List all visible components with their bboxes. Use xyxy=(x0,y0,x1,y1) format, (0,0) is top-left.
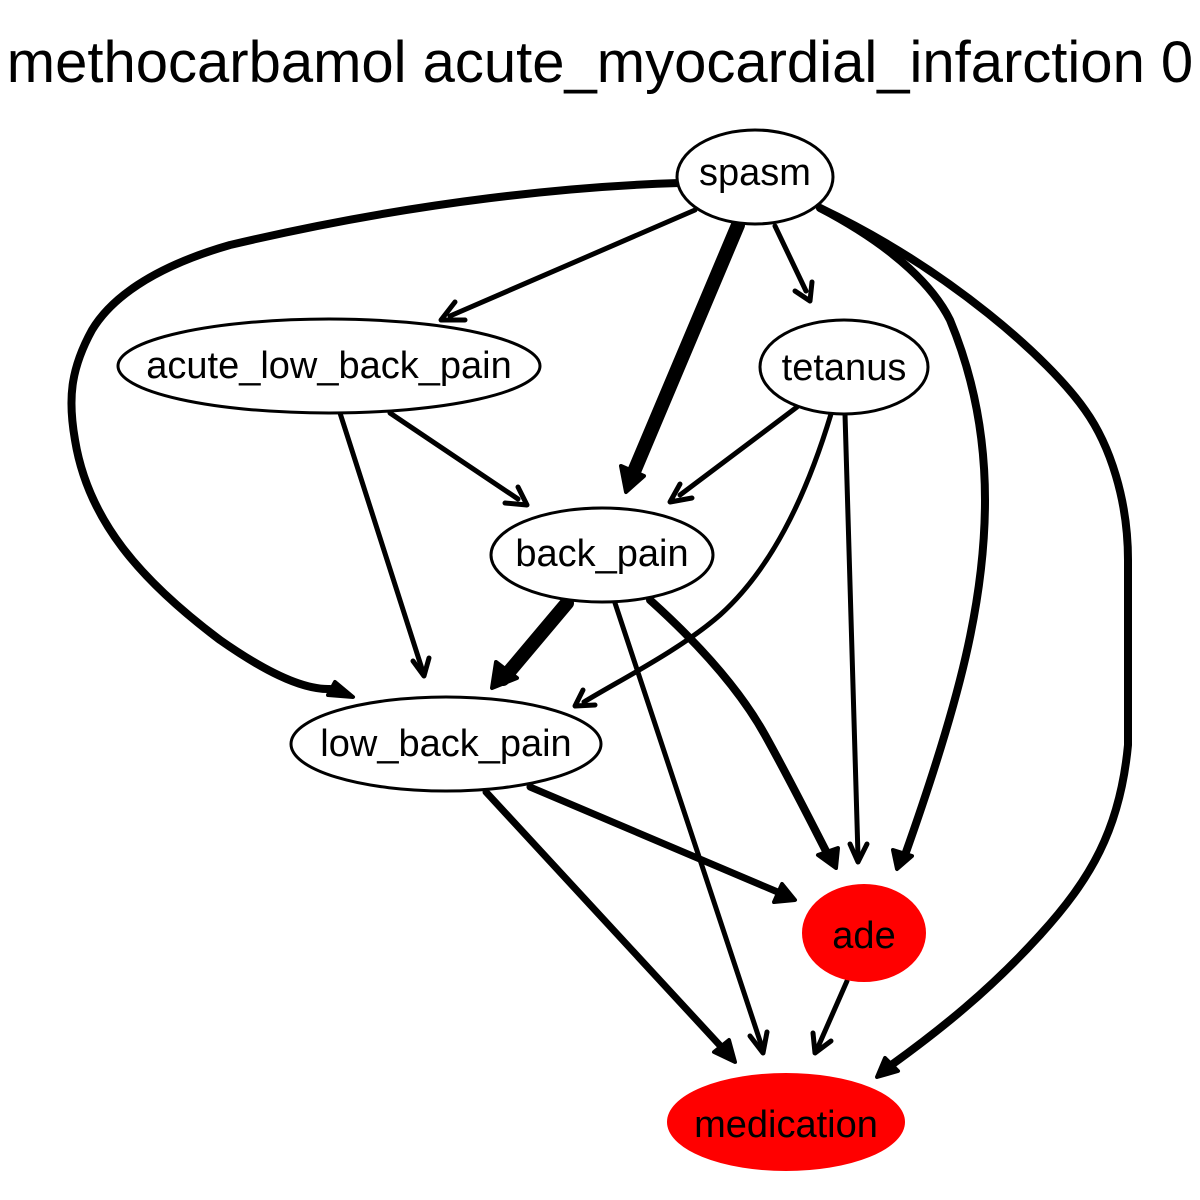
node-label: spasm xyxy=(699,152,811,194)
nodes-layer: spasm acute_low_back_pain tetanus back_p… xyxy=(116,128,930,1171)
node-shape xyxy=(675,128,835,226)
edge-back-pain-to-low-back-pain xyxy=(496,596,574,686)
edge-tetanus-to-ade xyxy=(842,411,861,859)
edge-spasm-to-back-pain xyxy=(626,218,745,481)
node-ade[interactable]: ade xyxy=(802,884,926,982)
edge-low-back-pain-to-ade xyxy=(526,783,784,897)
edge-spasm-to-ade xyxy=(816,204,989,859)
arrowhead-tetanus-to-low-back-pain xyxy=(572,687,598,709)
node-tetanus[interactable]: tetanus xyxy=(758,318,930,416)
arrowhead-tetanus-to-back-pain xyxy=(667,481,695,505)
edge-acute-low-back-pain-to-low-back-pain xyxy=(337,410,426,675)
graph-title: methocarbamol acute_myocardial_infarctio… xyxy=(7,30,1193,95)
node-label: medication xyxy=(694,1104,878,1146)
arrowhead-tetanus-to-ade xyxy=(847,841,870,865)
node-back-pain[interactable]: back_pain xyxy=(489,506,715,604)
edge-back-pain-to-ade xyxy=(646,596,832,859)
arrowhead-spasm-to-acute-low-back-pain xyxy=(438,299,468,323)
edge-spasm-to-acute-low-back-pain xyxy=(447,207,698,319)
arrowhead-spasm-to-back-pain xyxy=(619,464,646,494)
arrowhead-spasm-to-tetanus xyxy=(792,279,815,304)
arrowhead-back-pain-to-ade xyxy=(816,846,840,870)
node-spasm[interactable]: spasm xyxy=(675,128,835,226)
arrowhead-low-back-pain-to-medication xyxy=(712,1038,737,1064)
node-shape xyxy=(489,506,715,604)
node-shape xyxy=(802,884,926,982)
node-shape xyxy=(289,695,603,793)
node-acute-low-back-pain[interactable]: acute_low_back_pain xyxy=(116,317,542,415)
node-label: ade xyxy=(832,915,895,957)
arrowhead-back-pain-to-low-back-pain xyxy=(490,660,519,690)
node-label: low_back_pain xyxy=(320,723,571,765)
edge-ade-to-medication xyxy=(815,978,850,1050)
edge-spasm-to-low-back-pain xyxy=(67,179,683,694)
node-medication[interactable]: medication xyxy=(667,1073,905,1171)
arrowhead-back-pain-to-medication xyxy=(747,1029,770,1056)
arrowhead-spasm-to-low-back-pain xyxy=(326,680,355,699)
node-shape xyxy=(667,1073,905,1171)
arrowheads-layer xyxy=(326,279,914,1079)
edge-spasm-to-medication xyxy=(816,204,1132,1070)
arrowhead-acute-low-back-pain-to-back-pain xyxy=(502,484,530,508)
edge-back-pain-to-medication xyxy=(612,600,765,1050)
arrowhead-ade-to-medication xyxy=(810,1030,834,1056)
edge-tetanus-to-back-pain xyxy=(677,404,800,498)
edge-low-back-pain-to-medication xyxy=(482,788,730,1056)
arrowhead-spasm-to-ade xyxy=(891,848,914,871)
arrowhead-acute-low-back-pain-to-low-back-pain xyxy=(410,655,432,679)
arrowhead-low-back-pain-to-ade xyxy=(772,882,797,904)
edges-layer xyxy=(67,179,1132,1070)
node-label: acute_low_back_pain xyxy=(146,345,512,387)
edge-spasm-to-tetanus xyxy=(772,223,809,294)
node-low-back-pain[interactable]: low_back_pain xyxy=(289,695,603,793)
edge-tetanus-to-low-back-pain xyxy=(581,411,834,705)
edge-acute-low-back-pain-to-back-pain xyxy=(387,410,521,502)
node-shape xyxy=(116,317,542,415)
node-shape xyxy=(758,318,930,416)
node-label: tetanus xyxy=(782,347,907,389)
node-label: back_pain xyxy=(515,533,688,575)
arrowhead-spasm-to-medication xyxy=(875,1056,900,1079)
